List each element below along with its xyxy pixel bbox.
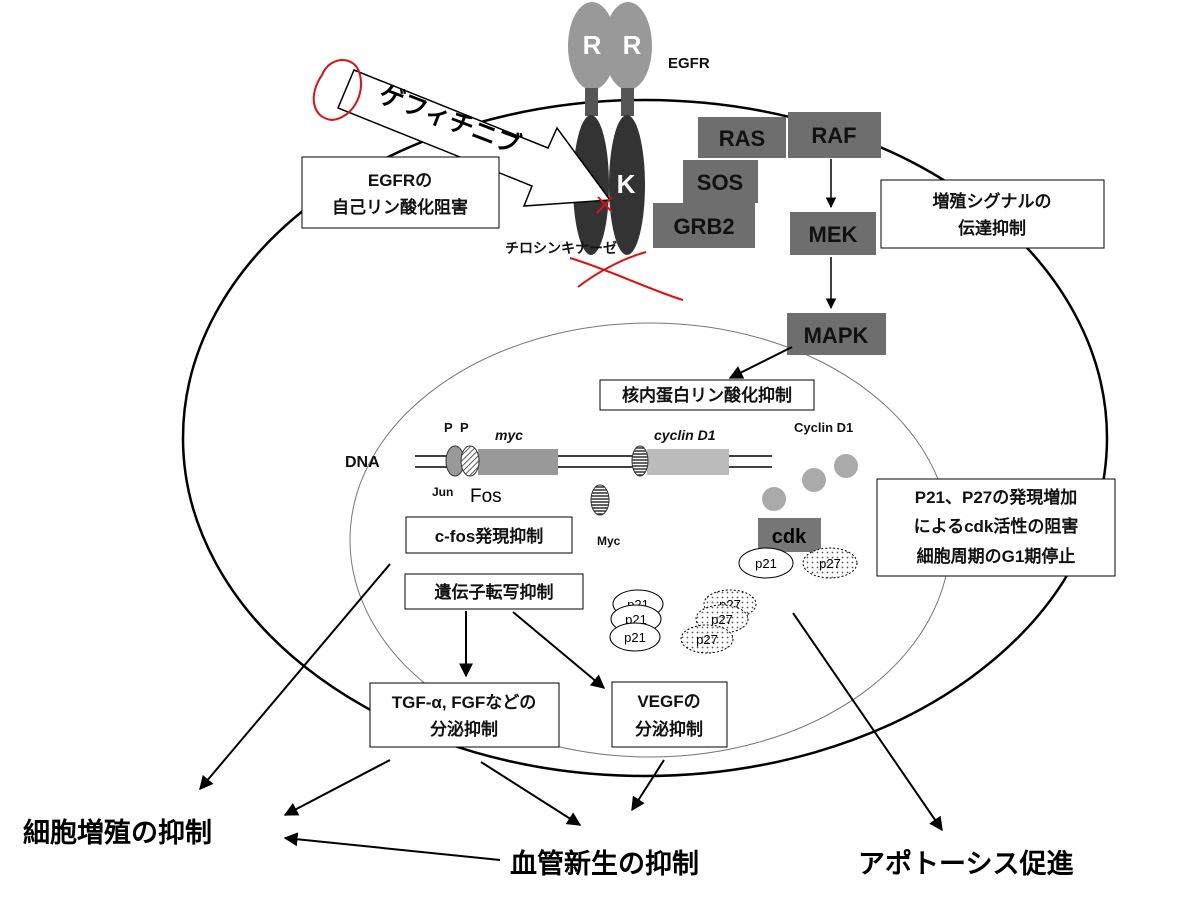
myc-protein — [590, 484, 610, 516]
svg-text:c-fos発現抑制: c-fos発現抑制 — [435, 526, 544, 546]
p27-on-cdk: p27 — [802, 547, 858, 579]
svg-text:によるcdk活性の阻害: によるcdk活性の阻害 — [914, 516, 1079, 536]
cyclin-gene-block — [647, 449, 729, 475]
p27-cluster: p27 p27 p27 — [680, 589, 757, 654]
svg-text:p21: p21 — [624, 630, 646, 645]
cdk-inhibition-note: P21、P27の発現増加 によるcdk活性の阻害 細胞周期のG1期停止 — [876, 478, 1116, 577]
transcription-inhibition-note: 遺伝子転写抑制 — [404, 573, 584, 610]
signal-inhibition-note: 増殖シグナルの 伝達抑制 — [880, 179, 1105, 249]
cyclin-protein-label: Cyclin D1 — [794, 420, 853, 435]
svg-text:GRB2: GRB2 — [673, 214, 734, 239]
cell-membrane — [181, 98, 1109, 778]
outcome-angiogenesis: 血管新生の抑制 — [510, 848, 699, 880]
r-domain-left: R — [583, 30, 602, 60]
phospho-p2: P — [460, 420, 469, 435]
cfos-inhibition-note: c-fos発現抑制 — [405, 516, 573, 554]
svg-text:p27: p27 — [696, 632, 718, 647]
r-domain-right: R — [623, 30, 642, 60]
cyclin-d1-proteins — [762, 454, 858, 511]
fos-protein — [460, 445, 480, 477]
fos-label: Fos — [470, 486, 502, 507]
nuclear-phos-note: 核内蛋白リン酸化抑制 — [599, 379, 815, 411]
svg-text:分泌抑制: 分泌抑制 — [635, 719, 703, 739]
tyrosine-kinase-label: チロシンキナーゼ — [505, 240, 617, 256]
svg-text:p21: p21 — [755, 556, 777, 571]
raf-box: RAF — [788, 112, 881, 158]
mapk-box: MAPK — [787, 313, 886, 355]
outcome-proliferation: 細胞増殖の抑制 — [23, 817, 212, 849]
vegf-secretion-note: VEGFの 分泌抑制 — [611, 681, 728, 748]
autophos-inhibition-note: EGFRの 自己リン酸化阻害 — [301, 156, 500, 229]
myc-protein-label: Myc — [597, 534, 621, 548]
svg-text:RAF: RAF — [811, 123, 856, 148]
egfr-label: EGFR — [668, 55, 710, 72]
svg-text:自己リン酸化阻害: 自己リン酸化阻害 — [332, 197, 468, 217]
egfr-receptor: R R K — [568, 2, 652, 255]
svg-text:P21、P27の発現増加: P21、P27の発現増加 — [915, 487, 1078, 507]
k-domain: K — [617, 169, 636, 199]
svg-text:核内蛋白リン酸化抑制: 核内蛋白リン酸化抑制 — [622, 385, 792, 405]
mek-box: MEK — [790, 212, 876, 255]
svg-text:SOS: SOS — [697, 170, 743, 195]
cdk-box: cdk — [758, 518, 821, 552]
p21-on-cdk: p21 — [738, 547, 794, 579]
svg-text:TGF-α, FGFなどの: TGF-α, FGFなどの — [392, 693, 537, 712]
svg-text:cdk: cdk — [772, 526, 807, 548]
svg-text:RAS: RAS — [719, 126, 765, 151]
svg-text:細胞周期のG1期停止: 細胞周期のG1期停止 — [917, 546, 1076, 566]
grb2-box: GRB2 — [653, 203, 755, 248]
svg-text:p27: p27 — [819, 556, 841, 571]
myc-gene-block — [478, 449, 558, 475]
red-annotation-marks — [312, 59, 684, 301]
effect-arrows — [199, 563, 943, 861]
arrow-mapk-nucleus — [728, 346, 793, 379]
p21-cluster: p21 p21 p21 — [609, 589, 664, 652]
svg-text:遺伝子転写抑制: 遺伝子転写抑制 — [435, 582, 554, 602]
svg-text:伝達抑制: 伝達抑制 — [958, 218, 1026, 238]
svg-text:MAPK: MAPK — [804, 323, 869, 348]
jun-label: Jun — [432, 485, 453, 499]
dna-strand — [415, 445, 772, 477]
myc-gene-label: myc — [495, 427, 523, 443]
svg-text:EGFRの: EGFRの — [368, 171, 432, 190]
svg-text:p27: p27 — [711, 612, 733, 627]
svg-text:MEK: MEK — [809, 222, 858, 247]
sos-box: SOS — [683, 160, 758, 203]
cyclin-gene-label: cyclin D1 — [654, 427, 716, 443]
dna-label: DNA — [345, 454, 380, 471]
outcome-apoptosis: アポトーシス促進 — [858, 849, 1073, 880]
svg-text:分泌抑制: 分泌抑制 — [430, 719, 498, 739]
phospho-p1: P — [444, 420, 453, 435]
svg-text:VEGFの: VEGFの — [637, 692, 700, 711]
tgf-secretion-note: TGF-α, FGFなどの 分泌抑制 — [369, 682, 560, 748]
cyclin-promoter-factor — [631, 445, 649, 477]
ras-box: RAS — [698, 117, 786, 158]
svg-text:増殖シグナルの: 増殖シグナルの — [933, 191, 1052, 211]
